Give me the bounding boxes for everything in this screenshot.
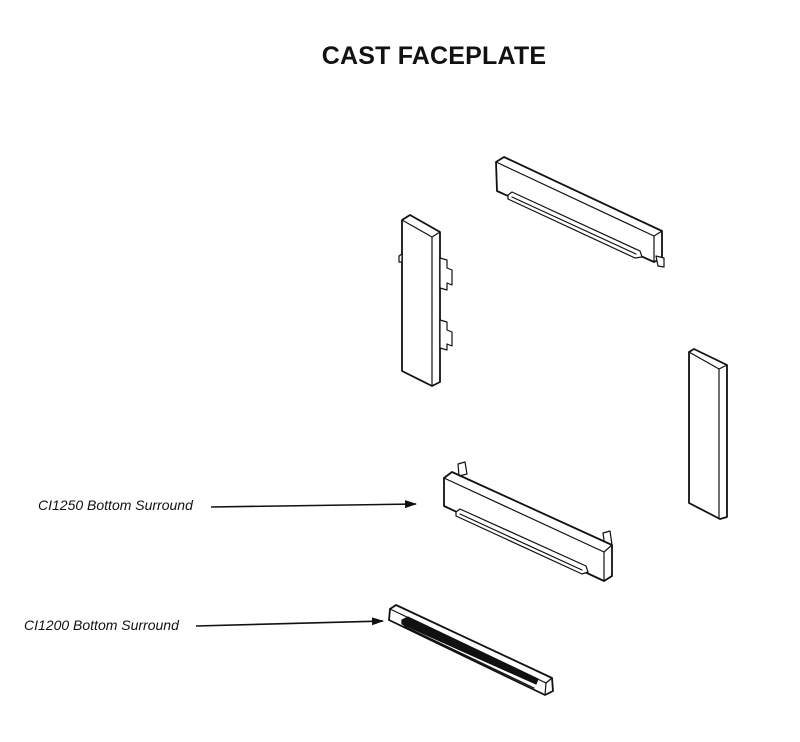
- callout-label-ci1200: CI1200 Bottom Surround: [24, 617, 179, 633]
- ci1250-bottom-surround-part: [443, 461, 613, 582]
- callout-arrow-ci1200: [195, 617, 384, 627]
- top-surround-part: [495, 156, 665, 268]
- callout-label-ci1250: CI1250 Bottom Surround: [38, 497, 193, 513]
- diagram-title: CAST FACEPLATE: [321, 42, 547, 70]
- ci1200-bottom-surround-part: [388, 604, 554, 696]
- callout-arrow-ci1250: [210, 500, 417, 509]
- right-side-part: [688, 348, 728, 520]
- left-side-part: [398, 214, 453, 387]
